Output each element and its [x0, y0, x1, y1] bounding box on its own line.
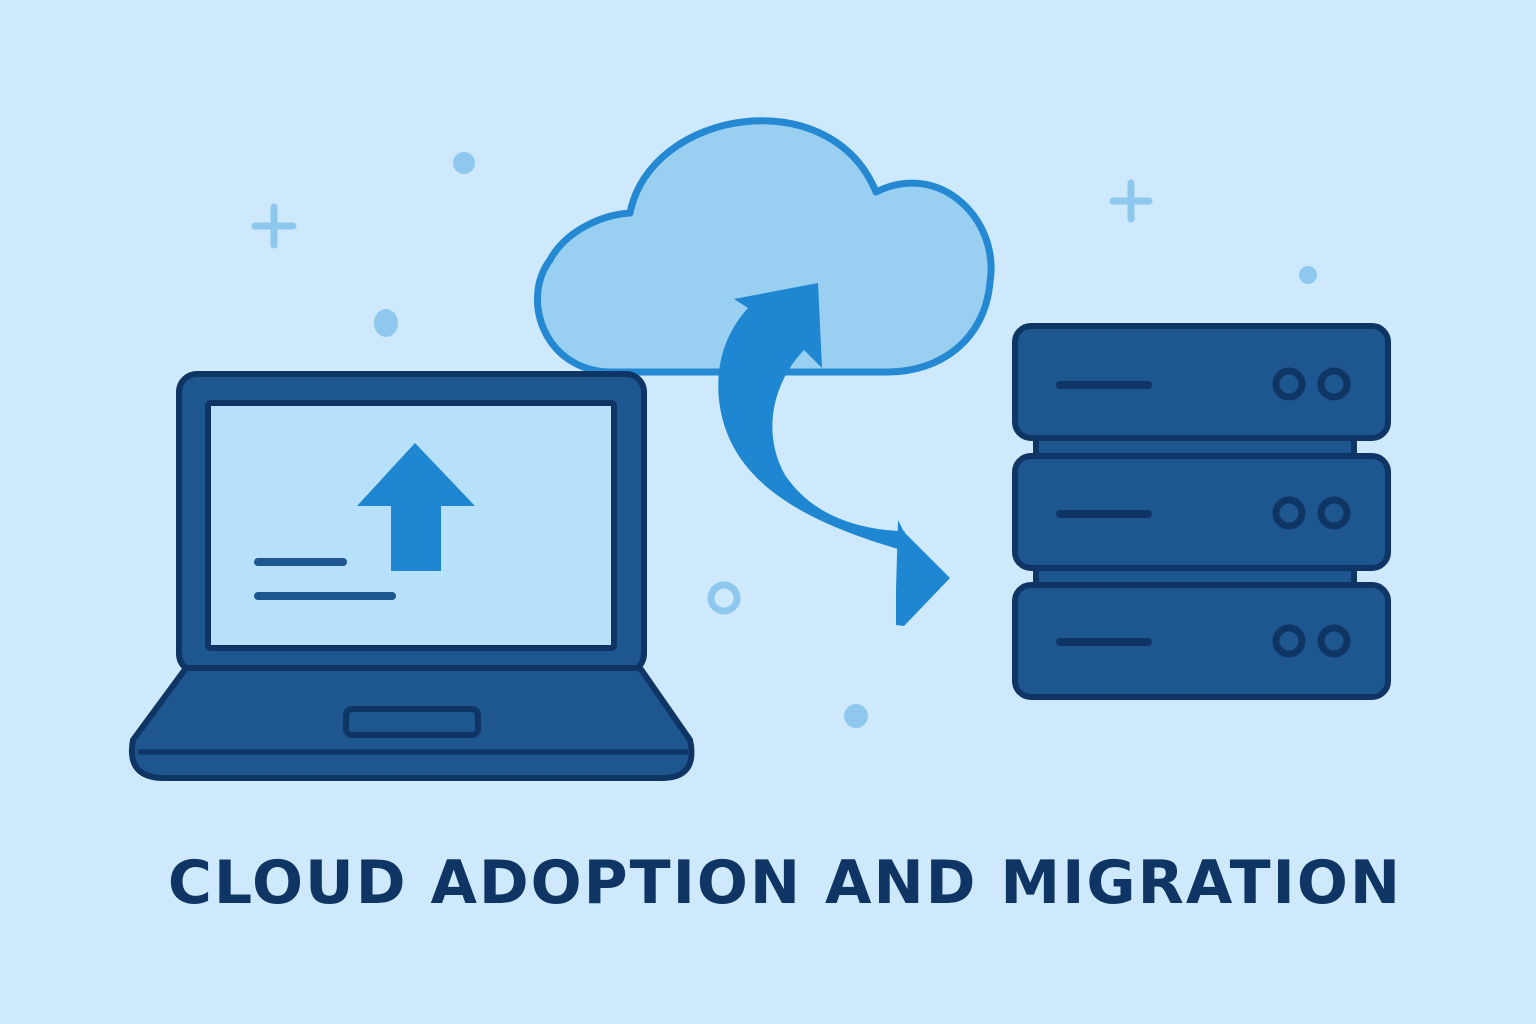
sparkle-dot-2	[374, 309, 398, 337]
sparkle-dot-3	[1299, 266, 1317, 284]
migration-arrow-head	[896, 520, 950, 626]
sparkle-ring	[707, 581, 741, 615]
server-rack-icon	[1012, 323, 1391, 700]
sparkle-dot-4	[844, 704, 868, 728]
laptop-icon	[129, 371, 695, 781]
screen-text-lines	[254, 558, 396, 600]
server-unit-3	[1012, 582, 1391, 700]
server-drive-slots	[1056, 381, 1152, 646]
sparkle-plus-left	[251, 203, 297, 249]
server-unit-2	[1012, 453, 1391, 571]
server-unit-1	[1012, 323, 1391, 441]
cloud-icon	[533, 117, 995, 376]
page-title: CLOUD ADOPTION AND MIGRATION	[167, 848, 1403, 918]
upload-arrow-icon	[357, 443, 475, 571]
sparkle-plus-right	[1109, 179, 1153, 223]
laptop-touchpad	[343, 706, 481, 738]
sparkle-dot-1	[453, 152, 475, 174]
server-status-lights	[1272, 367, 1351, 658]
curved-migration-arrow-icon	[718, 283, 950, 626]
decorative-sparkles	[251, 152, 1317, 728]
